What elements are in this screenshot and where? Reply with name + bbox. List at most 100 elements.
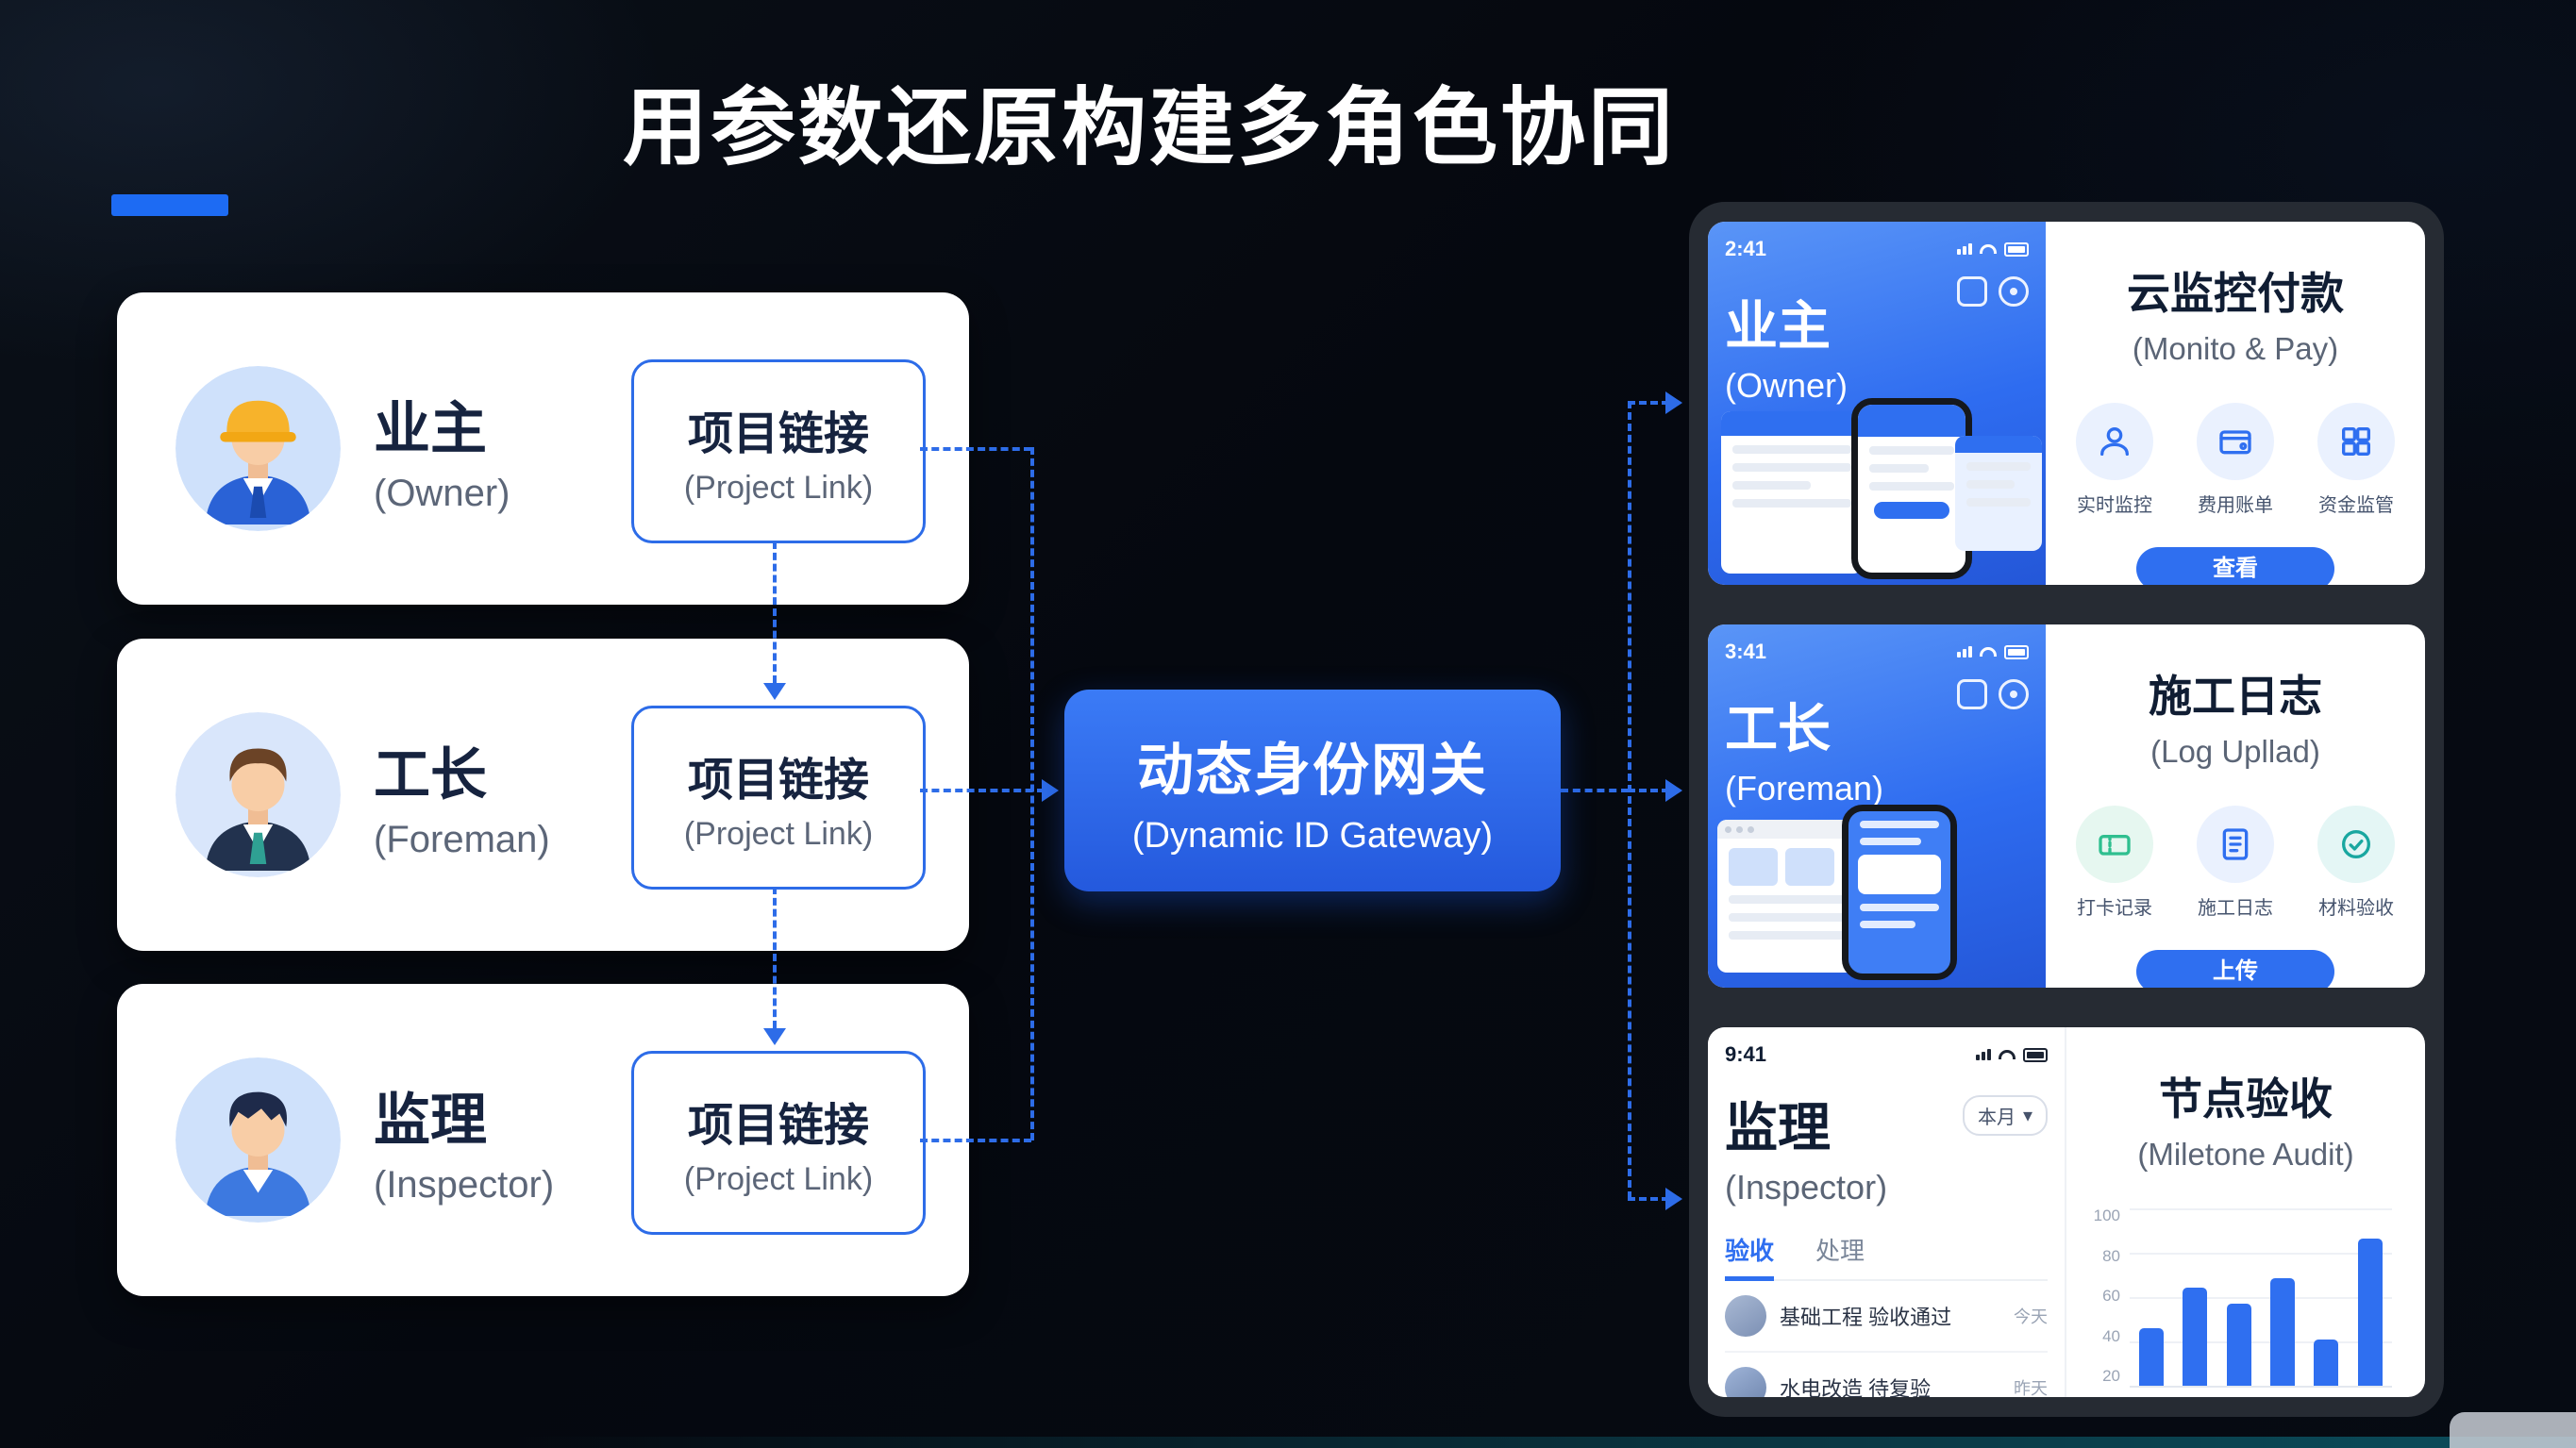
check-badge-icon xyxy=(2317,806,2395,883)
feature-item-label: 施工日志 xyxy=(2198,898,2273,919)
bottom-accent-strip xyxy=(0,1437,2576,1448)
gateway-name: 动态身份网关 xyxy=(1137,739,1488,802)
feature-item-label: 资金监管 xyxy=(2318,495,2394,516)
arrowhead-down-2 xyxy=(763,1028,786,1045)
phone-mockup xyxy=(1842,805,1957,980)
panel-role-name-en: (Owner) xyxy=(1725,366,1848,405)
gateway-name-en: (Dynamic ID Gateway) xyxy=(1131,816,1494,856)
bar-2月 xyxy=(2183,1287,2208,1386)
grid-icon xyxy=(2317,403,2395,480)
x-tick: 4月 xyxy=(2270,1395,2295,1397)
result-card-foreman: 3:41 工长 (Foreman) xyxy=(1708,624,2425,988)
panel-role-name: 监理 xyxy=(1725,1098,1831,1157)
foreman-avatar xyxy=(176,712,341,877)
feature-item-label: 实时监控 xyxy=(2077,495,2152,516)
feature-icon-row: 打卡记录 施工日志 材料验收 xyxy=(2046,806,2425,920)
project-link-label: 项目链接 xyxy=(687,756,869,806)
wifi-icon xyxy=(1999,1050,2016,1059)
foreman-feature-panel: 施工日志 (Log Upllad) 打卡记录 施工日志 xyxy=(2046,624,2425,988)
title-accent-bar xyxy=(111,194,228,216)
list-item-title: 基础工程 验收通过 xyxy=(1780,1306,1952,1329)
list-item-title: 水电改造 待复验 xyxy=(1780,1377,1932,1397)
status-bar: 3:41 xyxy=(1725,640,2029,664)
connector-inspector-bus xyxy=(920,1139,1031,1142)
status-bar: 2:41 xyxy=(1725,237,2029,261)
feature-item-label: 打卡记录 xyxy=(2077,898,2152,919)
tab-audit[interactable]: 验收 xyxy=(1725,1232,1775,1281)
role-card-inspector: 监理 (Inspector) 项目链接 (Project Link) xyxy=(117,984,969,1296)
role-name: 业主 xyxy=(374,396,487,460)
inspector-avatar xyxy=(176,1057,341,1223)
connector-left-bus xyxy=(1030,447,1034,1140)
audit-chart-plot: 1月2月3月4月5月6月 xyxy=(2130,1207,2392,1397)
status-icons xyxy=(1957,241,2029,257)
list-item-meta: 昨天 xyxy=(2014,1379,2048,1397)
feature-item: 实时监控 xyxy=(2069,403,2160,517)
connector-to-owner-panel xyxy=(1628,401,1669,405)
feature-title-en: (Miletone Audit) xyxy=(2137,1137,2354,1172)
role-card-foreman: 工长 (Foreman) 项目链接 (Project Link) xyxy=(117,639,969,951)
arrowhead-foreman-panel xyxy=(1665,779,1682,802)
filter-label: 本月 xyxy=(1977,1107,2016,1128)
x-tick: 5月 xyxy=(2314,1395,2338,1397)
feature-item: 费用账单 xyxy=(2190,403,2281,517)
owner-feature-panel: 云监控付款 (Monito & Pay) 实时监控 费用账单 xyxy=(2046,222,2425,585)
project-link-label-en: (Project Link) xyxy=(683,816,874,852)
x-tick: 1月 xyxy=(2139,1395,2164,1397)
inspector-header-row: 监理 (Inspector) 本月 ▾ xyxy=(1725,1086,2048,1207)
feature-item: 施工日志 xyxy=(2190,806,2281,920)
feature-title: 节点验收 xyxy=(2159,1074,2333,1123)
connector-to-foreman-panel xyxy=(1628,789,1669,792)
project-link-owner[interactable]: 项目链接 (Project Link) xyxy=(631,359,926,543)
role-name: 工长 xyxy=(374,742,487,807)
project-link-label: 项目链接 xyxy=(687,1101,869,1151)
feature-icon-row: 实时监控 费用账单 资金监管 xyxy=(2046,403,2425,517)
page-title: 用参数还原构建多角色协同 xyxy=(623,81,1676,175)
role-name: 监理 xyxy=(374,1088,487,1152)
project-link-foreman[interactable]: 项目链接 (Project Link) xyxy=(631,706,926,890)
owner-avatar xyxy=(176,366,341,531)
status-time: 2:41 xyxy=(1725,237,1767,260)
feature-item-label: 费用账单 xyxy=(2198,495,2273,516)
filter-dropdown[interactable]: 本月 ▾ xyxy=(1962,1095,2048,1136)
connector-link1-link2 xyxy=(773,541,777,683)
role-card-owner: 业主 (Owner) 项目链接 (Project Link) xyxy=(117,292,969,605)
list-card-mockup xyxy=(1955,436,2042,551)
tab-process[interactable]: 处理 xyxy=(1815,1237,1865,1265)
battery-icon xyxy=(2004,241,2029,257)
bar-6月 xyxy=(2357,1239,2383,1386)
chevron-down-icon: ▾ xyxy=(2022,1106,2032,1126)
feature-title-en: (Monito & Pay) xyxy=(2132,331,2339,366)
foreman-phone-screen: 3:41 工长 (Foreman) xyxy=(1708,624,2046,988)
foreman-phone-mockup xyxy=(1708,794,2046,988)
app-screen-mockup xyxy=(1721,411,1863,574)
battery-icon xyxy=(2004,644,2029,659)
list-item-meta: 今天 xyxy=(2014,1307,2048,1326)
watermark xyxy=(2450,1412,2576,1448)
inspector-phone-screen: 9:41 监理 (Inspector) 本月 ▾ xyxy=(1708,1027,2066,1397)
status-time: 3:41 xyxy=(1725,640,1767,663)
audit-chart-labels: 1月2月3月4月5月6月 xyxy=(2130,1395,2392,1397)
feature-item: 资金监管 xyxy=(2311,403,2401,517)
y-tick: 100 xyxy=(2093,1207,2120,1224)
foreman-action-button[interactable]: 上传 xyxy=(2136,950,2334,988)
arrowhead-down-1 xyxy=(763,683,786,700)
arrowhead-inspector-panel xyxy=(1665,1188,1682,1210)
owner-phone-mockup xyxy=(1708,391,2046,585)
connector-to-inspector-panel xyxy=(1628,1197,1669,1201)
status-icons xyxy=(1957,644,2029,659)
ticket-icon xyxy=(2076,806,2153,883)
result-card-inspector: 9:41 监理 (Inspector) 本月 ▾ xyxy=(1708,1027,2425,1397)
inspector-avatar-icon xyxy=(176,1057,341,1223)
project-link-inspector[interactable]: 项目链接 (Project Link) xyxy=(631,1051,926,1235)
screen-action-icons xyxy=(1957,679,2029,709)
bar-3月 xyxy=(2226,1303,2251,1386)
wallet-icon xyxy=(2197,403,2274,480)
owner-action-button[interactable]: 查看 xyxy=(2136,547,2334,585)
connector-right-bus xyxy=(1628,401,1631,1199)
result-card-owner: 2:41 业主 (Owner) xyxy=(1708,222,2425,585)
scan-icon xyxy=(1957,276,1987,307)
